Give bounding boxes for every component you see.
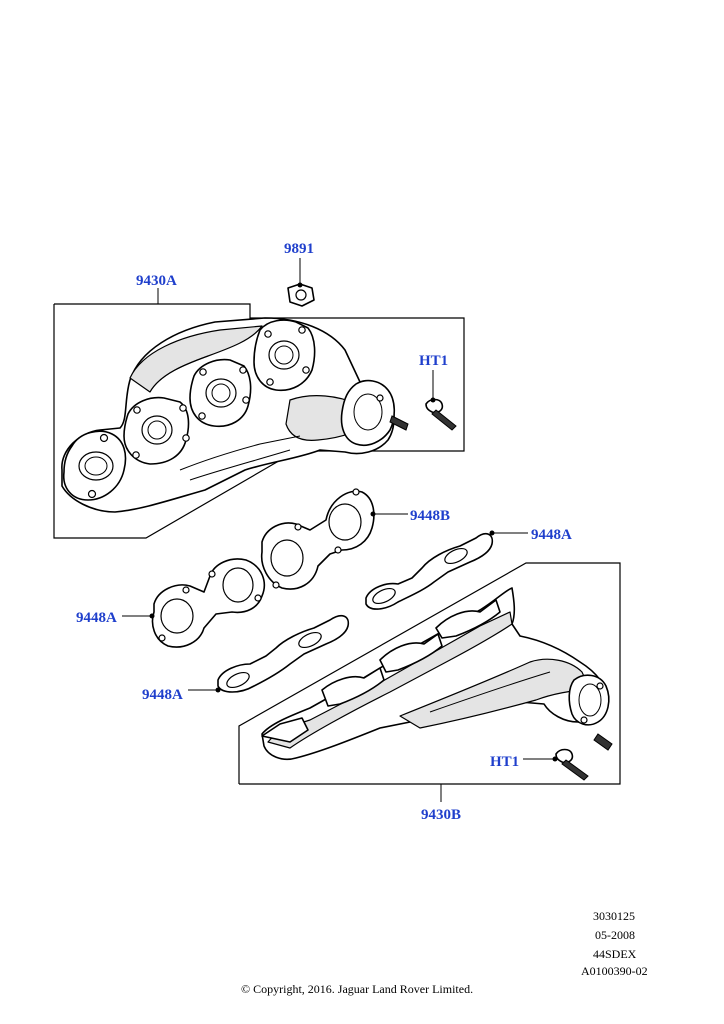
nut-9891[interactable] [287,283,315,307]
meta-line-2: 05-2008 [595,928,635,942]
meta-line-3: 44SDEX [593,947,637,961]
gasket-9448b[interactable] [260,488,375,590]
bolt-ht1-top[interactable] [425,398,457,431]
callout-9430a[interactable]: 9430A [136,273,177,289]
gasket-9448a-right[interactable] [365,532,494,610]
callout-9448a-left[interactable]: 9448A [76,610,117,626]
gasket-9448a-left[interactable] [151,558,266,648]
copyright: © Copyright, 2016. Jaguar Land Rover Lim… [241,982,473,996]
callout-ht1-bottom[interactable]: HT1 [490,754,519,770]
callout-9448b[interactable]: 9448B [410,508,450,524]
meta-line-1: 3030125 [593,909,635,923]
frame-9430b [238,562,621,785]
frame-9430a [53,303,465,539]
callout-9448a-right[interactable]: 9448A [531,527,572,543]
bolt-ht1-bottom[interactable] [555,748,589,781]
gasket-9448a-lower[interactable] [217,614,350,693]
callout-9430b[interactable]: 9430B [421,807,461,823]
callout-9448a-lower[interactable]: 9448A [142,687,183,703]
exhaust-manifold-9430a[interactable] [61,317,409,513]
callout-9891[interactable]: 9891 [284,241,314,257]
callout-ht1-top[interactable]: HT1 [419,353,448,369]
exhaust-manifold-9430b[interactable] [261,587,613,761]
meta-line-4: A0100390-02 [581,964,648,978]
